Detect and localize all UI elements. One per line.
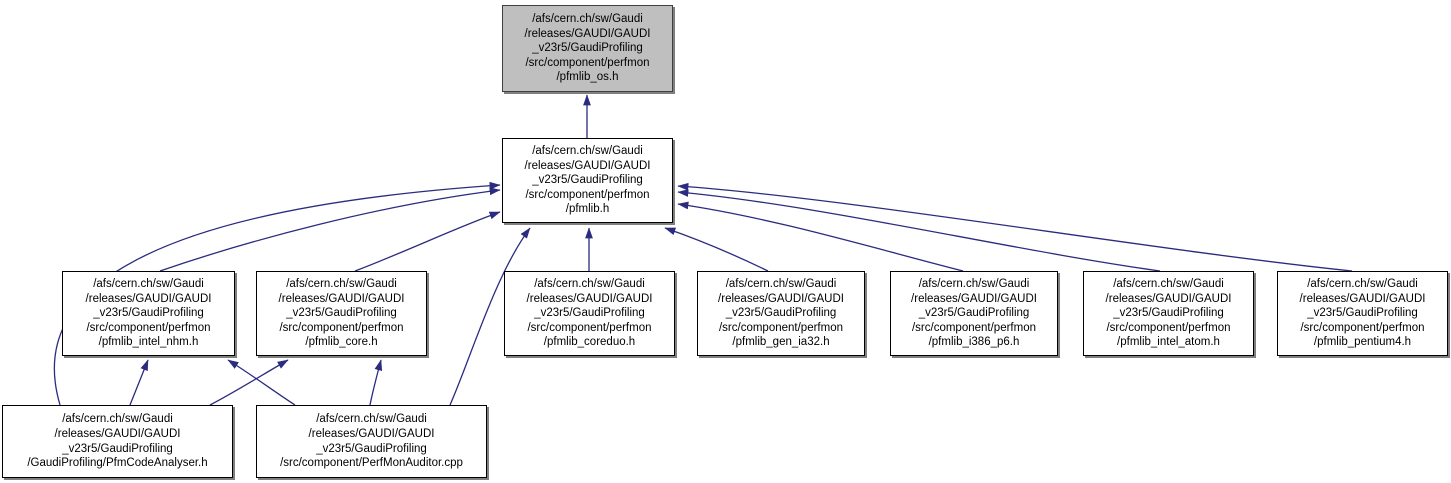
graph-node-pfmlib_pentium4[interactable]: /afs/cern.ch/sw/Gaudi/releases/GAUDI/GAU… <box>1277 271 1448 356</box>
graph-node-pfmlib_os[interactable]: /afs/cern.ch/sw/Gaudi/releases/GAUDI/GAU… <box>502 5 673 92</box>
node-label-line: /afs/cern.ch/sw/Gaudi <box>534 278 645 291</box>
node-label-line: /releases/GAUDI/GAUDI <box>278 292 405 305</box>
graph-node-pfmlib_core[interactable]: /afs/cern.ch/sw/Gaudi/releases/GAUDI/GAU… <box>256 271 427 356</box>
graph-node-pfmlib_coreduo[interactable]: /afs/cern.ch/sw/Gaudi/releases/GAUDI/GAU… <box>504 271 675 356</box>
node-label-line: _v23r5/GaudiProfiling <box>316 442 427 455</box>
node-label-line: /releases/GAUDI/GAUDI <box>1105 292 1232 305</box>
node-label-line: _v23r5/GaudiProfiling <box>534 307 645 320</box>
node-label-line: /pfmlib_gen_ia32.h <box>732 336 830 349</box>
graph-edge-pfmlib_intel_nhm-to-pfmlib <box>159 187 501 272</box>
node-label-line: _v23r5/GaudiProfiling <box>725 307 837 320</box>
node-label-line: /releases/GAUDI/GAUDI <box>526 292 653 305</box>
node-label-line: /afs/cern.ch/sw/Gaudi <box>532 13 643 26</box>
node-label-line: /src/component/perfmon <box>1106 321 1231 334</box>
node-label-line: /pfmlib_intel_nhm.h <box>98 336 199 349</box>
node-label-line: /afs/cern.ch/sw/Gaudi <box>286 278 397 291</box>
node-label-line: /pfmlib_coreduo.h <box>543 336 636 349</box>
graph-edge-pfmlib_pentium4-to-pfmlib <box>677 182 1353 272</box>
node-label-line: /releases/GAUDI/GAUDI <box>718 292 844 305</box>
graph-node-PerfMonAuditor[interactable]: /afs/cern.ch/sw/Gaudi/releases/GAUDI/GAU… <box>256 405 487 478</box>
graph-edge-pfmlib_core-to-pfmlib <box>354 211 501 272</box>
node-label-line: /src/component/perfmon <box>1300 321 1425 334</box>
node-label-line: /afs/cern.ch/sw/Gaudi <box>532 145 643 158</box>
graph-node-pfmlib_intel_atom[interactable]: /afs/cern.ch/sw/Gaudi/releases/GAUDI/GAU… <box>1083 271 1254 356</box>
node-label-line: /GaudiProfiling/PfmCodeAnalyser.h <box>27 457 208 470</box>
node-label-line: /pfmlib.h <box>565 203 610 216</box>
graph-edge-PfmCodeAnalyser-to-pfmlib_intel_nhm <box>129 359 149 406</box>
node-label-line: _v23r5/GaudiProfiling <box>532 42 643 55</box>
node-label-line: /pfmlib_i386_p6.h <box>928 336 1020 349</box>
node-label-line: /releases/GAUDI/GAUDI <box>54 427 181 440</box>
node-label-line: /releases/GAUDI/GAUDI <box>308 427 435 440</box>
node-label-line: /pfmlib_intel_atom.h <box>1117 336 1220 349</box>
graph-node-pfmlib_i386_p6[interactable]: /afs/cern.ch/sw/Gaudi/releases/GAUDI/GAU… <box>890 271 1058 356</box>
node-label-line: /src/component/perfmon <box>525 188 650 201</box>
graph-edge-PerfMonAuditor-to-pfmlib_core <box>369 359 383 406</box>
node-label-line: /src/component/perfmon <box>525 56 650 69</box>
node-label-line: _v23r5/GaudiProfiling <box>532 174 643 187</box>
node-label-line: /src/component/perfmon <box>718 321 843 334</box>
node-label-line: /releases/GAUDI/GAUDI <box>911 292 1037 305</box>
node-label-line: /src/component/perfmon <box>86 321 211 334</box>
node-label-line: /releases/GAUDI/GAUDI <box>1299 292 1426 305</box>
graph-node-PfmCodeAnalyser[interactable]: /afs/cern.ch/sw/Gaudi/releases/GAUDI/GAU… <box>2 405 233 478</box>
node-label-line: /releases/GAUDI/GAUDI <box>85 292 212 305</box>
node-label-line: /src/component/perfmon <box>911 321 1036 334</box>
node-label-line: /afs/cern.ch/sw/Gaudi <box>918 278 1030 291</box>
node-label-line: /pfmlib_pentium4.h <box>1313 336 1412 349</box>
node-label-line: _v23r5/GaudiProfiling <box>93 307 204 320</box>
node-label-line: /afs/cern.ch/sw/Gaudi <box>1307 278 1418 291</box>
graph-edge-PfmCodeAnalyser-to-pfmlib_core <box>209 359 289 406</box>
node-label-line: /pfmlib_os.h <box>556 71 619 84</box>
node-label-line: /afs/cern.ch/sw/Gaudi <box>1113 278 1224 291</box>
node-label-line: /src/component/perfmon <box>279 321 404 334</box>
node-label-line: /afs/cern.ch/sw/Gaudi <box>316 413 427 426</box>
node-label-line: /releases/GAUDI/GAUDI <box>524 159 651 172</box>
node-label-line: _v23r5/GaudiProfiling <box>1113 307 1224 320</box>
node-label-line: /src/component/perfmon <box>527 321 652 334</box>
graph-node-pfmlib[interactable]: /afs/cern.ch/sw/Gaudi/releases/GAUDI/GAU… <box>502 138 673 223</box>
node-label-line: /pfmlib_core.h <box>305 336 378 349</box>
graph-edge-pfmlib_i386_p6-to-pfmlib <box>677 201 964 272</box>
graph-node-pfmlib_intel_nhm[interactable]: /afs/cern.ch/sw/Gaudi/releases/GAUDI/GAU… <box>62 271 235 356</box>
node-label-line: /src/component/PerfMonAuditor.cpp <box>280 457 463 470</box>
node-label-line: /afs/cern.ch/sw/Gaudi <box>62 413 173 426</box>
node-label-line: /afs/cern.ch/sw/Gaudi <box>93 278 204 291</box>
graph-node-pfmlib_gen_ia32[interactable]: /afs/cern.ch/sw/Gaudi/releases/GAUDI/GAU… <box>697 271 865 356</box>
graph-edge-pfmlib_gen_ia32-to-pfmlib <box>664 227 769 272</box>
graph-edge-PerfMonAuditor-to-pfmlib_intel_nhm <box>227 359 296 406</box>
node-label-line: /afs/cern.ch/sw/Gaudi <box>725 278 837 291</box>
node-label-line: _v23r5/GaudiProfiling <box>62 442 173 455</box>
node-label-line: _v23r5/GaudiProfiling <box>1307 307 1418 320</box>
graph-edge-pfmlib_intel_atom-to-pfmlib <box>677 189 1161 272</box>
node-label-line: _v23r5/GaudiProfiling <box>286 307 397 320</box>
node-label-line: _v23r5/GaudiProfiling <box>918 307 1030 320</box>
node-label-line: /releases/GAUDI/GAUDI <box>524 27 651 40</box>
